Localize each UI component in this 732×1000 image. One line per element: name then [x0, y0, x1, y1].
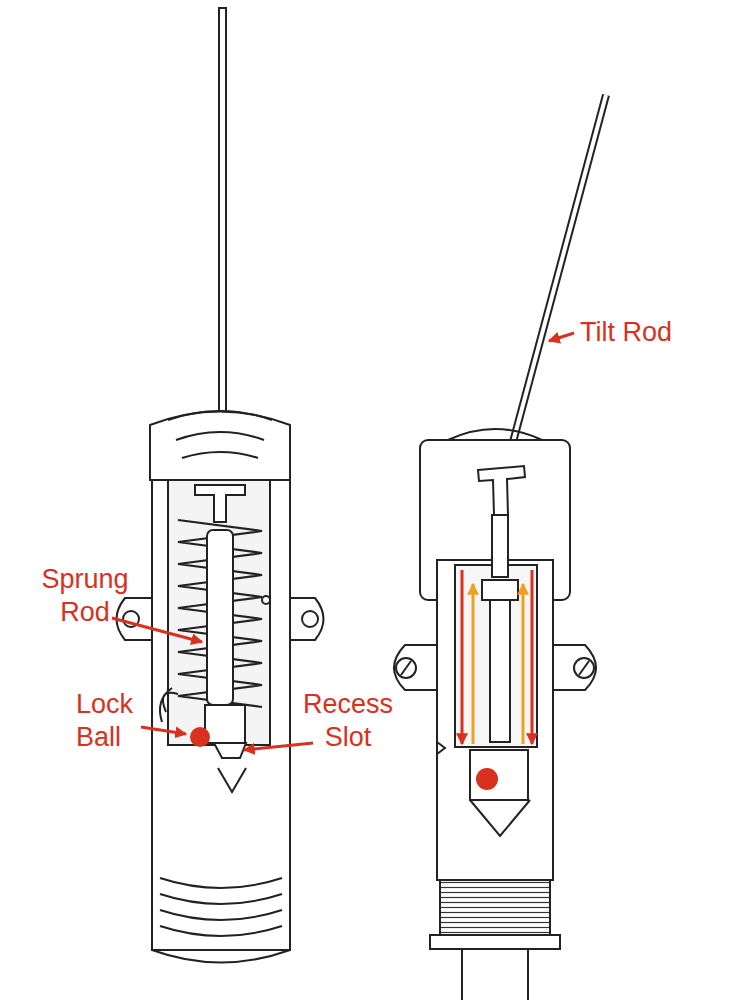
- left-cutaway: [117, 8, 324, 963]
- outer-tube: [152, 470, 290, 950]
- antenna-rod: [219, 8, 226, 428]
- part-label: Tilt Rod: [580, 316, 672, 349]
- wire: [160, 688, 178, 722]
- lock-point: [470, 800, 530, 836]
- mount-ear: [553, 645, 596, 690]
- part-label: Lock Ball: [76, 688, 151, 754]
- mount-ear: [290, 598, 324, 640]
- pin: [262, 596, 270, 604]
- recess-slot: [214, 743, 246, 758]
- t-piece: [478, 466, 525, 515]
- top-cap: [150, 412, 290, 481]
- leader-arrow: [549, 333, 574, 341]
- shaft: [492, 515, 508, 577]
- thread: [440, 880, 550, 935]
- collar: [430, 935, 560, 949]
- screw: [574, 658, 594, 678]
- housing-dome: [448, 429, 542, 440]
- tilt-rod: [505, 95, 606, 472]
- return-arrow: [522, 584, 525, 744]
- force-arrow: [461, 570, 464, 744]
- right-section: [394, 95, 606, 1000]
- lower-rod: [462, 949, 528, 1000]
- lock-block: [470, 750, 528, 800]
- t-piece: [195, 485, 245, 522]
- return-arrow: [472, 584, 475, 744]
- piston-stem: [490, 600, 510, 742]
- part-label: Sprung Rod: [35, 563, 135, 629]
- leaders: [112, 333, 574, 750]
- screw-slot: [401, 661, 411, 675]
- lock-notch: [218, 768, 246, 792]
- force-arrow: [531, 570, 534, 744]
- coil-spring: [178, 520, 262, 707]
- leader-arrow: [141, 727, 186, 734]
- cutaway-window: [168, 480, 270, 745]
- screw-slot: [579, 661, 589, 675]
- sprung-rod: [207, 530, 233, 705]
- channel: [455, 565, 537, 747]
- base-ribs: [152, 878, 290, 963]
- mount-ear: [394, 645, 437, 690]
- body-tube: [437, 560, 553, 880]
- cap-ribs: [168, 411, 272, 458]
- piston-head: [482, 580, 518, 600]
- lock-ball: [476, 768, 498, 790]
- mount-hole: [302, 611, 318, 627]
- part-label: Recess Slot: [283, 688, 413, 754]
- screw: [396, 658, 416, 678]
- tilt-rod-core: [505, 95, 606, 472]
- mount-ear: [117, 598, 153, 640]
- groove: [437, 742, 445, 754]
- lower-shaft: [205, 705, 245, 743]
- leader-arrow: [112, 618, 202, 642]
- lock-ball: [190, 727, 210, 747]
- leader-arrow: [244, 743, 313, 750]
